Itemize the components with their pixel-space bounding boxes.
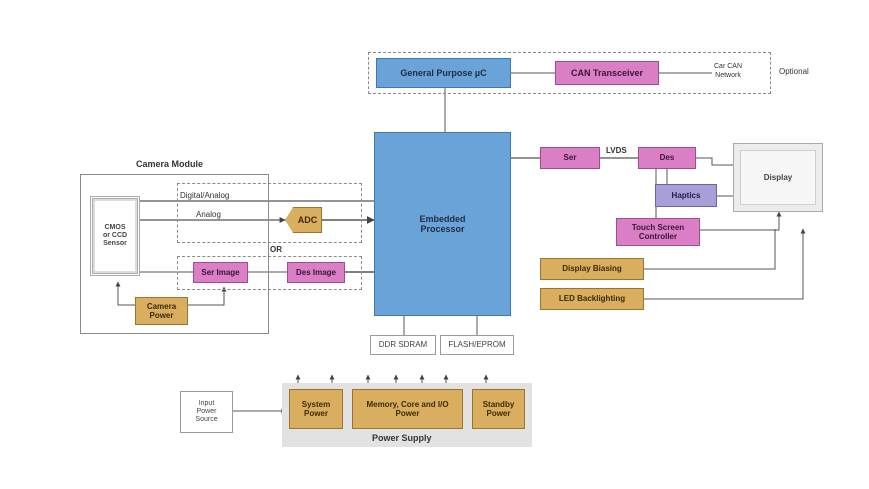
adc-block: ADC [285,207,322,233]
camera-module-title: Camera Module [136,159,204,169]
or-label: OR [270,245,282,254]
system-power-block: System Power [289,389,343,429]
analog-label: Analog [196,210,221,219]
embedded-processor-block: Embedded Processor [374,132,511,316]
memory-core-io-power-block: Memory, Core and I/O Power [352,389,463,429]
ser-image-block: Ser Image [193,262,248,283]
serial-path-frame [177,256,362,290]
input-power-source-block: Input Power Source [180,391,233,433]
display-screen: Display [740,150,816,205]
display-biasing-block: Display Biasing [540,258,644,280]
camera-power-block: Camera Power [135,297,188,325]
haptics-block: Haptics [655,184,717,207]
power-supply-label: Power Supply [372,433,432,443]
led-backlighting-block: LED Backlighting [540,288,644,310]
general-purpose-uc-block: General Purpose µC [376,58,511,88]
flash-eprom-block: FLASH/EPROM [440,335,514,355]
touch-screen-controller-block: Touch Screen Controller [616,218,700,246]
car-can-network-label: Car CAN Network [714,63,743,79]
des-image-block: Des Image [287,262,345,283]
image-sensor-block: CMOS or CCD Sensor [90,196,140,276]
optional-label: Optional [779,67,809,76]
standby-power-block: Standby Power [472,389,525,429]
display-block: Display [733,143,823,212]
lvds-label: LVDS [606,146,627,155]
digital-analog-label: Digital/Analog [180,191,230,200]
ser-block: Ser [540,147,600,169]
analog-path-frame [177,183,362,243]
des-block: Des [638,147,696,169]
camera-module-frame [80,174,269,334]
can-transceiver-block: CAN Transceiver [555,61,659,85]
ddr-sdram-block: DDR SDRAM [370,335,436,355]
optional-group-frame [368,52,771,94]
